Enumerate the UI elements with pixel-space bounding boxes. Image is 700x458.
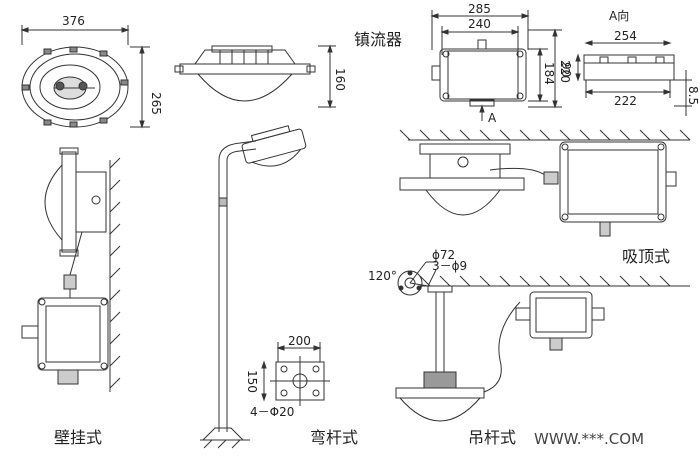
dim-base-width: 200 bbox=[288, 334, 311, 348]
dim-ballast-h1: 184 bbox=[542, 62, 556, 85]
watermark: WWW.***.COM bbox=[534, 430, 644, 448]
lamp-top-view bbox=[20, 25, 150, 129]
ballast-front-view bbox=[430, 10, 562, 121]
dim-view-a-height: 90 bbox=[559, 62, 573, 77]
caption-pendant: 吊杆式 bbox=[468, 428, 516, 447]
dim-top-height: 265 bbox=[149, 92, 163, 115]
dim-ballast-h2: 220 bbox=[558, 60, 572, 83]
arrow-a-label: A bbox=[488, 111, 497, 125]
base-plate bbox=[261, 342, 330, 406]
ballast-view-a bbox=[575, 40, 692, 116]
dim-top-width: 376 bbox=[62, 14, 85, 28]
dim-flange-angle: 120° bbox=[368, 269, 397, 283]
dim-view-a-offset: 8.5 bbox=[686, 86, 700, 105]
bent-pole-assembly bbox=[200, 125, 307, 449]
dim-base-holes: 4－Φ20 bbox=[250, 405, 294, 419]
wall-mount-assembly bbox=[21, 147, 121, 392]
ballast-caption: 镇流器 bbox=[354, 30, 402, 49]
dim-view-a-top: 254 bbox=[614, 29, 637, 43]
pendant-assembly bbox=[395, 275, 690, 422]
caption-bent-pole: 弯杆式 bbox=[310, 428, 358, 447]
dim-flange-holes: 3－ϕ9 bbox=[432, 259, 467, 273]
view-a-label: A向 bbox=[609, 8, 629, 23]
dim-ballast-outer: 285 bbox=[468, 2, 491, 16]
lamp-side-view bbox=[174, 44, 336, 109]
dim-ballast-inner: 240 bbox=[468, 17, 491, 31]
dim-base-height: 150 bbox=[245, 370, 259, 393]
caption-wall-mount: 壁挂式 bbox=[54, 428, 102, 447]
dim-side-height: 160 bbox=[333, 68, 347, 91]
dim-flange-dia: ϕ72 bbox=[432, 248, 455, 262]
caption-ceiling: 吸顶式 bbox=[622, 247, 670, 266]
flange-detail bbox=[397, 261, 437, 296]
dim-view-a-bottom: 222 bbox=[614, 94, 637, 108]
ceiling-mount-assembly bbox=[399, 129, 691, 237]
